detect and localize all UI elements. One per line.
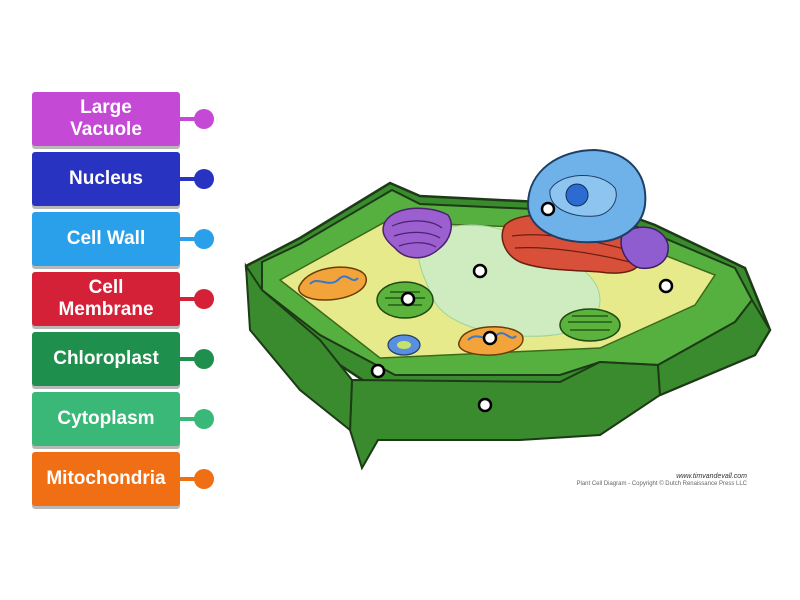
drop-point-nucleus[interactable] (542, 203, 554, 215)
drop-point-cell-wall[interactable] (479, 399, 491, 411)
label-cell-wall-box[interactable]: Cell Wall (32, 212, 180, 266)
label-nucleus[interactable]: Nucleus (32, 152, 232, 208)
label-cell-wall[interactable]: Cell Wall (32, 212, 232, 268)
label-cytoplasm[interactable]: Cytoplasm (32, 392, 232, 448)
connector-dot[interactable] (194, 229, 214, 249)
label-chloroplast-box[interactable]: Chloroplast (32, 332, 180, 386)
connector-dot[interactable] (194, 469, 214, 489)
connector-dot[interactable] (194, 409, 214, 429)
connector-dot[interactable] (194, 109, 214, 129)
connector-dot[interactable] (194, 349, 214, 369)
connector-dot[interactable] (194, 169, 214, 189)
drop-point-vacuole[interactable] (474, 265, 486, 277)
drop-point-chloroplast[interactable] (402, 293, 414, 305)
credit-copyright: Plant Cell Diagram - Copyright © Dutch R… (540, 481, 747, 487)
drop-point-mitochondria[interactable] (484, 332, 496, 344)
label-cytoplasm-box[interactable]: Cytoplasm (32, 392, 180, 446)
plant-cell-diagram (240, 140, 780, 500)
label-nucleus-box[interactable]: Nucleus (32, 152, 180, 206)
nucleus (528, 150, 645, 242)
credit-site: www.timvandevall.com (600, 473, 747, 480)
chloroplast-2 (560, 309, 620, 341)
connector-dot[interactable] (194, 289, 214, 309)
label-mitochondria[interactable]: Mitochondria (32, 452, 232, 508)
label-chloroplast[interactable]: Chloroplast (32, 332, 232, 388)
drop-point-cytoplasm[interactable] (660, 280, 672, 292)
drop-point-membrane[interactable] (372, 365, 384, 377)
label-mitochondria-box[interactable]: Mitochondria (32, 452, 180, 506)
